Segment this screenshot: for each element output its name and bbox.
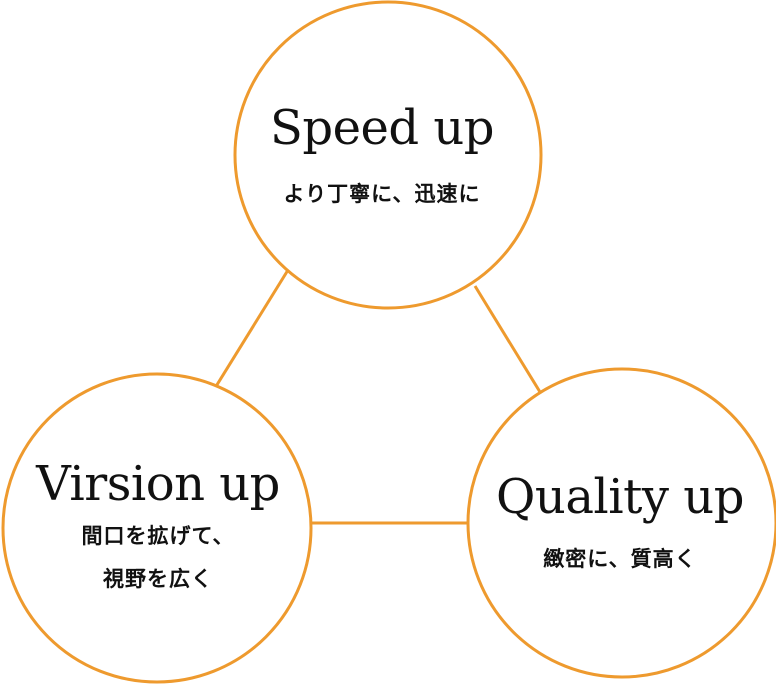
virsion-circle	[1, 372, 313, 684]
speed-subtitle: より丁寧に、迅速に	[283, 182, 481, 206]
connector-speed-virsion	[213, 269, 290, 389]
virsion-node: Virsion up 間口を拡げて、 視野を広く	[8, 460, 308, 595]
speed-title: Speed up	[269, 100, 495, 156]
virsion-subtitle-line-1: 間口を拡げて、	[81, 524, 235, 548]
quality-subtitle: 緻密に、質高く	[543, 547, 697, 571]
virsion-subtitle-line-2: 視野を広く	[103, 566, 213, 591]
speed-circle	[233, 0, 543, 310]
virsion-title: Virsion up	[36, 456, 280, 512]
quality-circle	[466, 367, 776, 679]
speed-node: Speed up より丁寧に、迅速に	[232, 104, 532, 211]
quality-title: Quality up	[496, 469, 744, 525]
connector-speed-quality	[473, 285, 542, 393]
quality-node: Quality up 緻密に、質高く	[470, 473, 770, 576]
